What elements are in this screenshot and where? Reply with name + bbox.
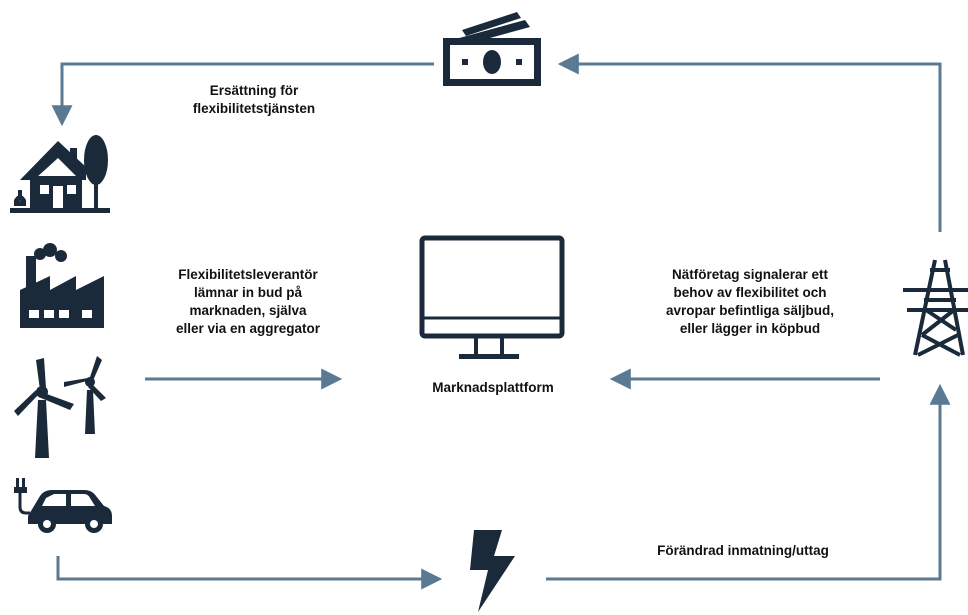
grid-operator-text: Nätföretag signalerar ett behov av flexi… [665,267,835,336]
provider-text: Flexibilitetsleverantör lämnar in bud på… [175,267,321,336]
payment-flow-arrows [51,53,942,232]
factory-icon [20,243,104,328]
arrow-pylon-to-money [557,53,942,232]
payment-text: Ersättning för flexibilitetstjänsten [192,83,316,116]
lightning-bolt-icon [470,530,515,612]
grid-operator-label: Nätföretag signalerar ett behov av flexi… [630,266,870,338]
platform-text: Marknadsplattform [432,380,554,395]
electric-car-icon [14,478,112,533]
money-icon [443,12,541,86]
payment-label: Ersättning för flexibilitetstjänsten [165,82,343,118]
arrow-resources-to-bolt [56,556,443,590]
platform-label: Marknadsplattform [405,379,581,397]
provider-label: Flexibilitetsleverantör lämnar in bud på… [150,266,346,338]
power-pylon-icon [903,259,968,357]
arrow-money-to-house [51,62,434,127]
computer-monitor-icon [419,235,565,359]
change-label: Förändrad inmatning/uttag [625,542,861,560]
wind-turbine-icon [14,356,106,458]
arrow-bolt-to-pylon [546,383,951,581]
house-icon [10,135,110,213]
change-text: Förändrad inmatning/uttag [657,543,829,558]
